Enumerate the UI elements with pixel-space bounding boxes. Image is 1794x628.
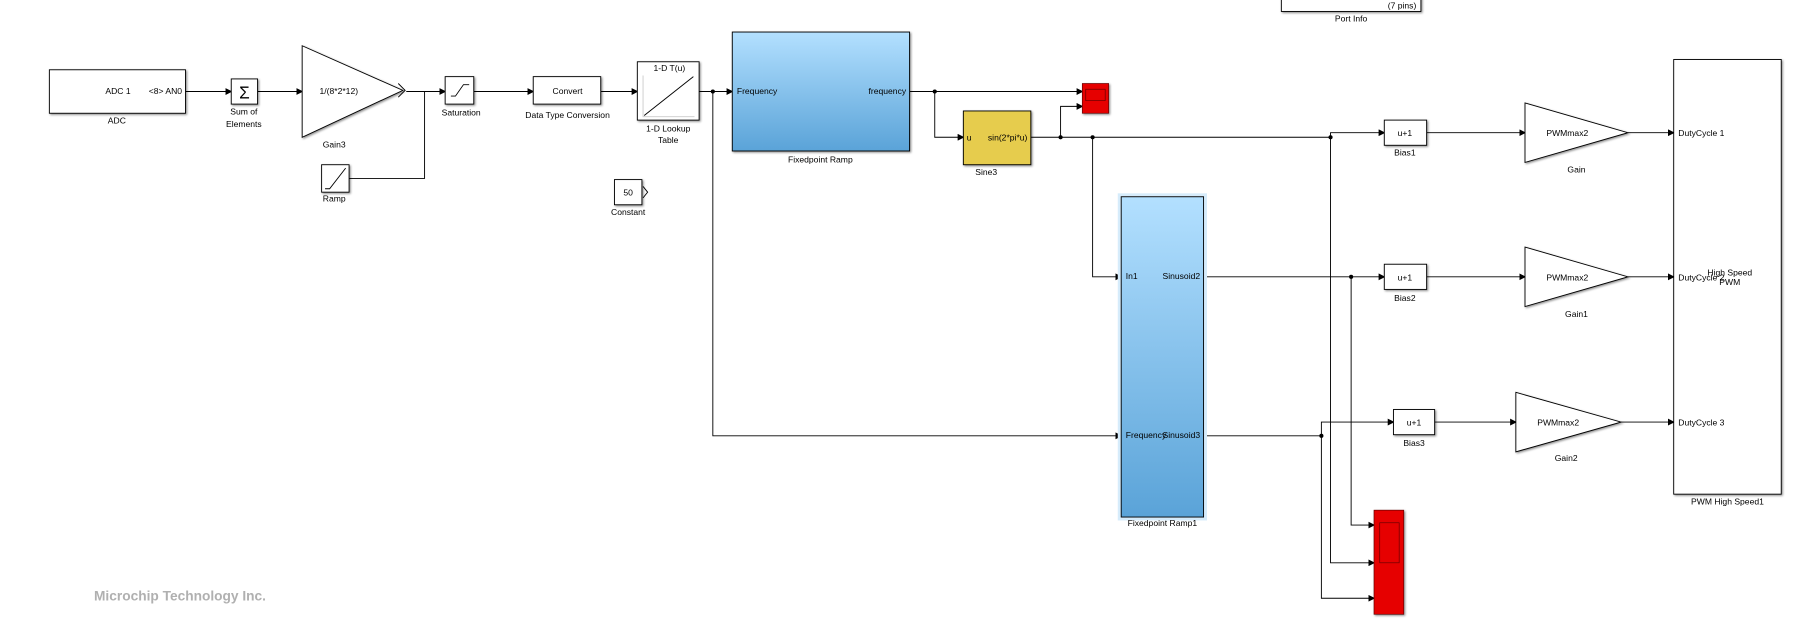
ramp-block[interactable]: Ramp	[321, 164, 350, 204]
pwm-title: High Speed	[1707, 268, 1752, 278]
bias1-label: Bias1	[1394, 148, 1416, 158]
gain-label: Gain	[1567, 165, 1585, 175]
port-info-pins: (7 pins)	[1388, 1, 1417, 11]
pwm-label: PWM High Speed1	[1691, 496, 1764, 506]
fixedpoint-ramp-label: Fixedpoint Ramp	[788, 154, 853, 164]
bias1-text: u+1	[1398, 128, 1413, 138]
fixedpoint-ramp-output: frequency	[869, 86, 907, 96]
sine3-label: Sine3	[975, 167, 997, 177]
adc-text: ADC 1	[105, 86, 130, 96]
saturation-icon	[450, 84, 470, 97]
bias2-block[interactable]: u+1 Bias2	[1383, 263, 1428, 303]
ramp1-out2: Sinusoid3	[1163, 430, 1201, 440]
watermark: Microchip Technology Inc.	[94, 589, 266, 604]
lookup-curve-icon	[643, 76, 694, 116]
gain3-label: Gain3	[323, 140, 346, 150]
fixedpoint-ramp-input: Frequency	[737, 86, 778, 96]
ramp-label: Ramp	[323, 193, 346, 203]
fixedpoint-ramp-subsystem[interactable]: Frequency frequency Fixedpoint Ramp	[731, 31, 911, 164]
gain1-label: Gain1	[1565, 309, 1588, 319]
constant-value: 50	[623, 188, 633, 198]
gain1-text: PWMmax2	[1546, 272, 1588, 282]
sigma-icon: Σ	[239, 82, 250, 102]
fixedpoint-ramp1-subsystem[interactable]: In1 Sinusoid2 Frequency Sinusoid3 Fixedp…	[1117, 193, 1207, 528]
sine3-block[interactable]: u sin(2*pi*u) Sine3	[962, 110, 1032, 177]
pwm-port-3: DutyCycle 3	[1678, 418, 1724, 428]
lookup-text: 1-D T(u)	[654, 63, 686, 73]
gain3-block[interactable]: 1/(8*2*12) Gain3	[301, 45, 406, 150]
constant-block[interactable]: 50 Constant	[611, 179, 649, 217]
pwm-title-2: PWM	[1719, 277, 1740, 287]
ramp1-in1: In1	[1126, 271, 1138, 281]
gain2-block[interactable]: PWMmax2 Gain2	[1515, 391, 1623, 463]
ramp1-label: Fixedpoint Ramp1	[1128, 518, 1198, 528]
data-type-conversion-block[interactable]: Convert Data Type Conversion	[525, 76, 610, 120]
saturation-block[interactable]: Saturation	[442, 76, 481, 118]
sum-label-2: Elements	[226, 119, 262, 129]
bias2-text: u+1	[1398, 272, 1413, 282]
bias3-block[interactable]: u+1 Bias3	[1392, 409, 1436, 449]
gain1-block[interactable]: PWMmax2 Gain1	[1524, 246, 1630, 319]
bias2-label: Bias2	[1394, 293, 1416, 303]
ramp1-in2: Frequency	[1126, 430, 1167, 440]
scope-block[interactable]	[1081, 83, 1109, 114]
pwm-high-speed-block[interactable]: DutyCycle 1 DutyCycle 2 DutyCycle 3 High…	[1673, 59, 1782, 506]
bias3-text: u+1	[1407, 418, 1422, 428]
sine3-input: u	[967, 133, 972, 143]
lookup-label-2: Table	[658, 135, 679, 145]
saturation-label: Saturation	[442, 108, 481, 118]
lookup-table-block[interactable]: 1-D T(u) 1-D Lookup Table	[636, 61, 700, 145]
pwm-port-1: DutyCycle 1	[1678, 128, 1724, 138]
adc-label: ADC	[108, 116, 126, 126]
gain-block[interactable]: PWMmax2 Gain	[1524, 102, 1630, 175]
pwm-port-2: DutyCycle 2	[1678, 272, 1724, 282]
ramp-icon	[325, 167, 347, 190]
lookup-label: 1-D Lookup	[646, 124, 691, 134]
port-info-block[interactable]: (7 pins) Port Info	[1280, 0, 1422, 24]
constant-label: Constant	[611, 207, 646, 217]
convert-label: Data Type Conversion	[525, 110, 610, 120]
signal-lines	[185, 88, 1675, 602]
scope2-block[interactable]	[1373, 509, 1405, 615]
ramp1-out1: Sinusoid2	[1163, 271, 1201, 281]
sum-label: Sum of	[230, 106, 258, 116]
sine3-text: sin(2*pi*u)	[988, 133, 1028, 143]
scope-screen-icon	[1085, 88, 1106, 102]
gain2-text: PWMmax2	[1537, 418, 1579, 428]
adc-block[interactable]: ADC 1 <8> AN0 ADC	[48, 69, 186, 126]
port-info-label: Port Info	[1335, 14, 1368, 24]
convert-text: Convert	[553, 86, 584, 96]
bias1-block[interactable]: u+1 Bias1	[1383, 119, 1428, 158]
adc-port: <8> AN0	[149, 86, 183, 96]
gain-text: PWMmax2	[1546, 128, 1588, 138]
gain3-text: 1/(8*2*12)	[319, 86, 358, 96]
sum-of-elements-block[interactable]: Σ Sum of Elements	[226, 78, 262, 129]
scope-screen-icon	[1379, 522, 1400, 564]
bias3-label: Bias3	[1403, 438, 1425, 448]
gain2-label: Gain2	[1555, 453, 1578, 463]
